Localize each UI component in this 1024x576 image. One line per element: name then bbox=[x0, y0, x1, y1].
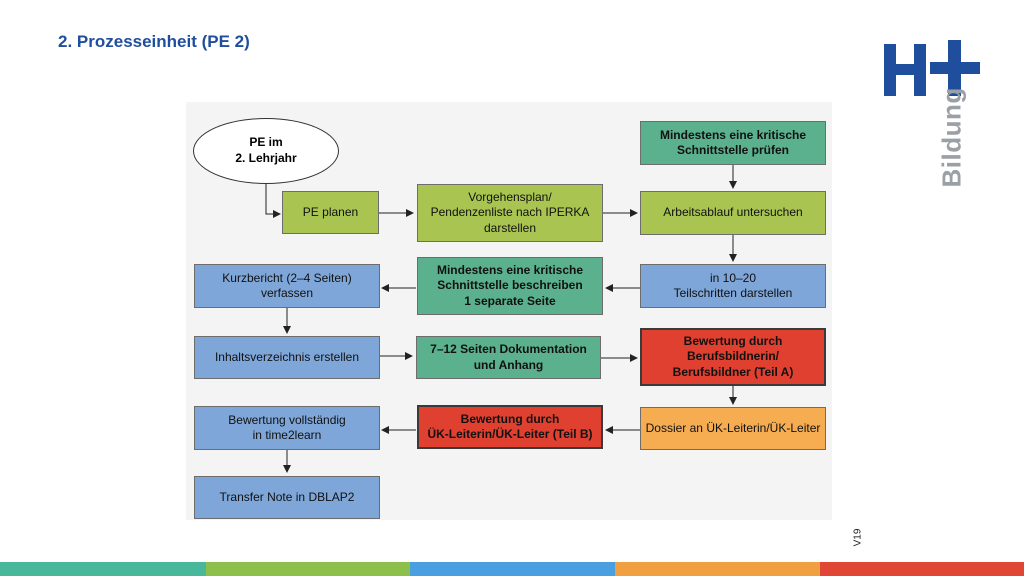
footer-stripe-2 bbox=[206, 562, 410, 576]
step-schnittstelle-beschreiben: Mindestens eine kritische Schnittstelle … bbox=[417, 257, 603, 315]
start-ellipse: PE im 2. Lehrjahr bbox=[193, 118, 339, 184]
version-label: V19 bbox=[852, 528, 864, 547]
footer-stripe-3 bbox=[410, 562, 615, 576]
step-dossier: Dossier an ÜK-Leiterin/ÜK-Leiter bbox=[640, 407, 826, 450]
step-pe-planen: PE planen bbox=[282, 191, 379, 234]
step-dokumentation: 7–12 Seiten Dokumentation und Anhang bbox=[416, 336, 601, 379]
slide-title: 2. Prozesseinheit (PE 2) bbox=[58, 32, 250, 51]
step-bewertung-teil-a: Bewertung durch Berufsbildnerin/ Berufsb… bbox=[640, 328, 826, 386]
footer-stripe-4 bbox=[615, 562, 820, 576]
footer-stripe-1 bbox=[0, 562, 206, 576]
step-kurzbericht: Kurzbericht (2–4 Seiten) verfassen bbox=[194, 264, 380, 308]
step-schnittstelle-pruefen: Mindestens eine kritische Schnittstelle … bbox=[640, 121, 826, 165]
logo-wordmark: Bildung bbox=[936, 87, 967, 188]
step-time2learn: Bewertung vollständig in time2learn bbox=[194, 406, 380, 450]
step-vorgehensplan: Vorgehensplan/ Pendenzenliste nach IPERK… bbox=[417, 184, 603, 242]
footer-stripe-5 bbox=[820, 562, 1024, 576]
step-arbeitsablauf: Arbeitsablauf untersuchen bbox=[640, 191, 826, 235]
step-dblap: Transfer Note in DBLAP2 bbox=[194, 476, 380, 519]
step-bewertung-teil-b: Bewertung durch ÜK-Leiterin/ÜK-Leiter (T… bbox=[417, 405, 603, 449]
step-teilschritte: in 10–20 Teilschritten darstellen bbox=[640, 264, 826, 308]
step-inhaltsverzeichnis: Inhaltsverzeichnis erstellen bbox=[194, 336, 380, 379]
hplus-logo bbox=[884, 40, 980, 96]
